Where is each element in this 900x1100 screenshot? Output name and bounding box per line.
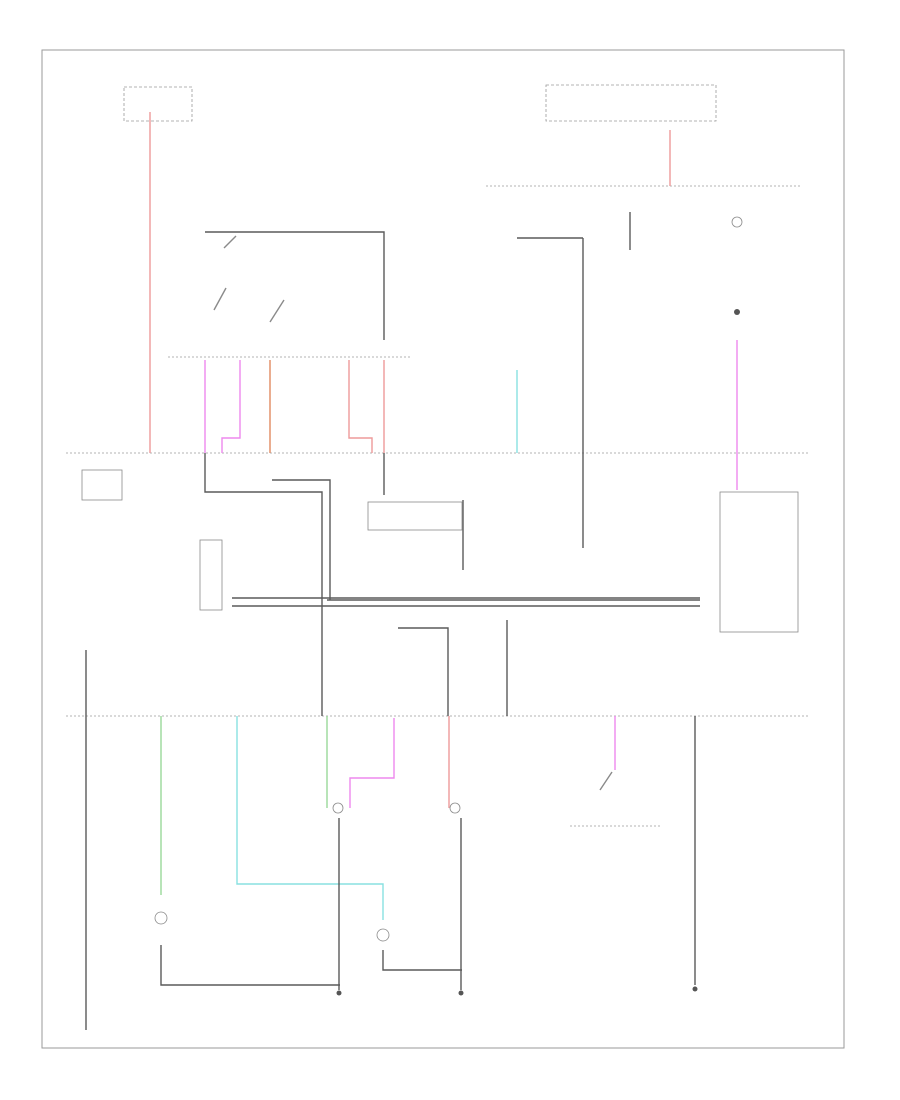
connector-rows <box>66 185 810 827</box>
lamp-bulbs <box>154 216 743 942</box>
module-boxes <box>81 469 799 633</box>
wires-lightblue <box>236 370 518 920</box>
wires-green <box>160 716 328 895</box>
fuse-box-top-left <box>123 86 193 122</box>
ground-points <box>336 309 740 996</box>
switch-contacts <box>213 235 613 791</box>
wires-red <box>149 112 671 808</box>
wires-pink <box>204 340 738 808</box>
fuse-box-top-right <box>545 84 717 122</box>
diagram-frame <box>41 49 845 1049</box>
wires-black <box>85 212 700 1030</box>
